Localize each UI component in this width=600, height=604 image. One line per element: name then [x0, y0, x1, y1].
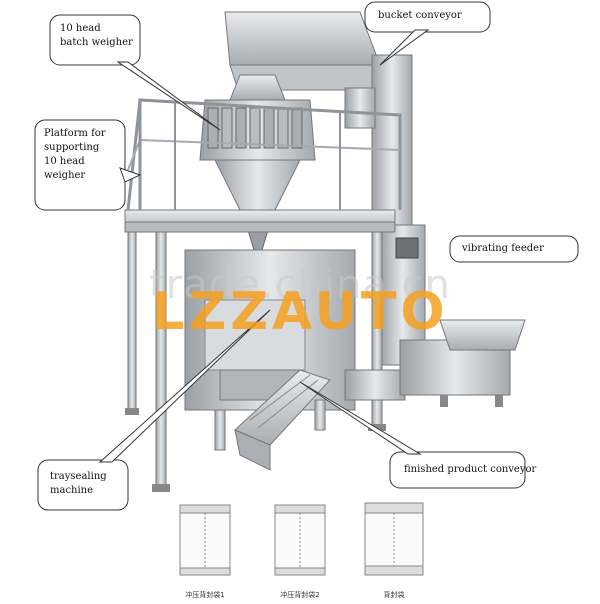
finished-product-conveyor: [234, 369, 331, 471]
watermark: trade.china.cn: [149, 262, 451, 308]
package-label-2: 冲压背封袋2: [280, 591, 320, 599]
callout-finished-conveyor: [299, 381, 526, 489]
vibrating-feeder: [344, 319, 526, 407]
package-sample-3: [364, 502, 424, 576]
label-vibrating-feeder: vibrating feeder: [462, 243, 544, 254]
label-traysealing: traysealing machine: [50, 471, 107, 496]
package-label-3: 背封袋: [383, 591, 405, 599]
package-label-1: 冲压背封袋1: [185, 591, 225, 599]
callout-vibrating-feeder: [449, 235, 579, 263]
platform: [124, 98, 402, 492]
label-bucket-conveyor: bucket conveyor: [378, 10, 462, 21]
brand-overlay: LZZAUTO: [151, 282, 449, 342]
callout-batch-weigher: [49, 14, 221, 131]
callout-bucket-conveyor: [364, 1, 491, 66]
callout-platform: [34, 119, 142, 211]
callout-traysealing: [37, 309, 271, 511]
label-batch-weigher: 10 head batch weigher: [60, 23, 133, 48]
label-finished-conveyor: finished product conveyor: [404, 464, 537, 475]
bucket-conveyor: [224, 11, 426, 366]
multihead-weigher: [199, 74, 316, 251]
label-platform: Platform for supporting 10 head weigher: [44, 128, 106, 181]
package-sample-1: [179, 504, 231, 576]
package-sample-2: [274, 504, 326, 576]
